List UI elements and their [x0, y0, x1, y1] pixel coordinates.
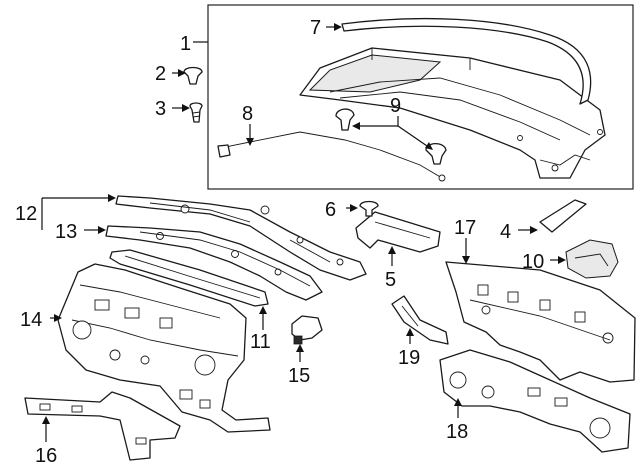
callout-12: 12: [15, 203, 37, 225]
bracket-15: [291, 315, 323, 345]
callout-7: 7: [310, 17, 321, 39]
bracket-5: [355, 211, 441, 253]
callout-18: 18: [446, 421, 468, 443]
callout-14: 14: [20, 309, 42, 331]
push-clip: [183, 66, 203, 85]
reinforcement-16: [24, 391, 181, 461]
upper-reinforcement-12: [115, 195, 367, 281]
callout-17: 17: [454, 217, 476, 239]
callout-16: 16: [35, 445, 57, 467]
cowl-group-frame: [207, 4, 634, 190]
callout-15: 15: [288, 365, 310, 387]
callout-3: 3: [155, 98, 166, 120]
callout-19: 19: [398, 347, 420, 369]
callout-2: 2: [155, 63, 166, 85]
cowl-vent-panel: [299, 47, 606, 179]
callout-11: 11: [250, 331, 271, 353]
rail-11: [109, 249, 269, 307]
bracket-19: [391, 295, 449, 345]
callout-5: 5: [385, 269, 396, 291]
lower-reinforcement-13: [105, 225, 323, 301]
callout-labels: 1 2 3 7 8 9 12 13 14 11 15 16 6 5 4 10 1…: [15, 17, 544, 467]
bracket-10: [565, 239, 619, 279]
strip-4: [539, 199, 587, 233]
insulator-18: [439, 349, 631, 453]
callout-8: 8: [242, 103, 253, 125]
callout-10: 10: [522, 251, 544, 273]
leader-lines: [41, 23, 566, 442]
washer-hose: [217, 131, 446, 182]
callout-6: 6: [325, 199, 336, 221]
callout-4: 4: [500, 221, 511, 243]
plug-6: [359, 200, 379, 217]
dash-panel-14: [57, 263, 271, 433]
callout-13: 13: [55, 221, 77, 243]
insulator-17: [445, 261, 636, 383]
callout-1: 1: [180, 33, 191, 55]
cowl-weatherstrip: [341, 17, 592, 105]
callout-9: 9: [390, 95, 401, 117]
screw: [189, 102, 203, 123]
